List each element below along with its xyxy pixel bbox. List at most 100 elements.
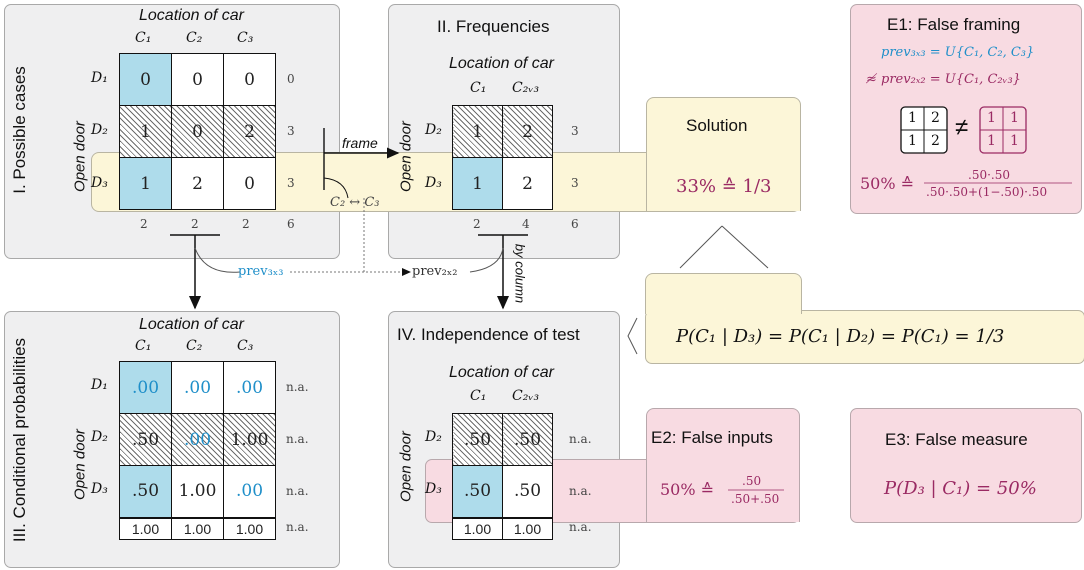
p2-cell-d2-c23: 2 xyxy=(502,105,553,158)
e1-line1: prev₃ₓ₃ = U{C₁, C₂, C₃} xyxy=(881,45,1035,60)
e1-title: E1: False framing xyxy=(887,15,1021,34)
p4-cell-d3-c23: .50 xyxy=(502,465,553,518)
e2-formula-lhs: 50% ≙ xyxy=(660,480,715,499)
e1-right-11: 1 xyxy=(1010,133,1019,149)
p2-coltotal-1: 4 xyxy=(522,217,530,231)
e2-box xyxy=(646,408,800,522)
frame-label: frame xyxy=(342,135,378,151)
panel1-row-1: D₂ xyxy=(91,122,108,138)
p1-cell-d2-c3: 2 xyxy=(223,105,276,158)
p2-rowtotal-1: 3 xyxy=(571,176,579,190)
p3-cell-d1-c3: .00 xyxy=(223,361,276,414)
p1-cell-d1-c1: 0 xyxy=(119,53,172,106)
p3-cell-d2-c3: 1.00 xyxy=(223,413,276,466)
p3-coltotal-0: 1.00 xyxy=(119,516,172,540)
callout-line-left xyxy=(679,225,723,269)
e1-right-00: 1 xyxy=(987,110,996,126)
panel4-table: .50 .50 .50 .50 1.00 1.00 xyxy=(452,413,553,540)
p1-cell-d2-c2: 0 xyxy=(171,105,224,158)
panel4-col-0: C₁ xyxy=(470,388,487,404)
p2-cell-d3-c1: 1 xyxy=(452,157,503,210)
p3-cell-d1-c1: .00 xyxy=(119,361,172,414)
panel2-row-1: D₃ xyxy=(425,175,442,191)
p4-cell-d2-c23: .50 xyxy=(502,413,553,466)
panel3-col-1: C₂ xyxy=(186,338,203,354)
p3-coltotal-2: 1.00 xyxy=(223,516,276,540)
e1-formula-den: .50·.50+(1−.50)·.50 xyxy=(926,185,1048,199)
e2-title: E2: False inputs xyxy=(651,428,773,447)
e1-neq: ≠ xyxy=(955,114,969,141)
solution-formula: P(C₁ | D₃) = P(C₁ | D₂) = P(C₁) = 1/3 xyxy=(676,326,1005,347)
p2-grand-total: 6 xyxy=(571,217,579,231)
e3-box xyxy=(850,408,1082,523)
panel1-col-2: C₃ xyxy=(237,30,254,46)
e1-formula-lhs: 50% ≙ xyxy=(860,174,915,193)
panel2-col-0: C₁ xyxy=(470,80,487,96)
callout-line-right xyxy=(721,225,769,269)
p3-cell-d3-c3: .00 xyxy=(223,465,276,518)
e1-line2: ≉ prev₂ₓ₂ = U{C₁, C₂ᵥ₃} xyxy=(866,72,1021,87)
panel2-top-label: Location of car xyxy=(449,55,554,72)
prev2-curve xyxy=(469,247,504,273)
p4-na-1: n.a. xyxy=(569,484,592,498)
p1-coltotal-2: 2 xyxy=(242,217,250,231)
e3-formula: P(D₃ | C₁) = 50% xyxy=(884,478,1037,499)
solution-value: 33% ≙ 1/3 xyxy=(676,176,772,197)
callout-chevron xyxy=(627,317,638,355)
panel3-table: .00 .00 .00 .50 .00 1.00 .50 1.00 .00 1.… xyxy=(119,361,276,540)
p3-na-3: n.a. xyxy=(286,520,309,534)
p1-rowtotal-1: 3 xyxy=(287,124,295,138)
solution-formula-box xyxy=(645,310,1084,364)
p3-cell-d2-c1: .50 xyxy=(119,413,172,466)
panel1-top-label: Location of car xyxy=(139,7,244,24)
e1-left-01: 2 xyxy=(931,110,940,126)
p4-coltotal-0: 1.00 xyxy=(452,516,503,540)
p3-coltotal-1: 1.00 xyxy=(171,516,224,540)
panel3-row-0: D₁ xyxy=(91,377,108,393)
panel3-col-0: C₁ xyxy=(135,338,152,354)
panel1-col-1: C₂ xyxy=(186,30,203,46)
e1-right-10: 1 xyxy=(987,133,996,149)
e1-left-00: 1 xyxy=(908,110,917,126)
solution-title: Solution xyxy=(686,116,748,135)
p1-coltotal-1: 2 xyxy=(191,217,199,231)
p4-cell-d2-c1: .50 xyxy=(452,413,503,466)
p3-cell-d3-c1: .50 xyxy=(119,465,172,518)
prev3-curve xyxy=(194,247,241,273)
panel3-col-2: C₃ xyxy=(237,338,254,354)
panel4-row-0: D₂ xyxy=(425,429,442,445)
e3-title: E3: False measure xyxy=(885,430,1028,449)
e1-box xyxy=(850,4,1082,214)
p1-coltotal-0: 2 xyxy=(140,217,148,231)
by-column-label: by column xyxy=(512,243,528,304)
panel3-row-2: D₃ xyxy=(91,481,108,497)
p2-cell-d3-c23: 2 xyxy=(502,157,553,210)
panel1-row-0: D₁ xyxy=(91,70,108,86)
p1-rowtotal-2: 3 xyxy=(287,176,295,190)
p1-cell-d2-c1: 1 xyxy=(119,105,172,158)
p1-rowtotal-0: 0 xyxy=(287,72,295,86)
p4-na-2: n.a. xyxy=(569,520,592,534)
e1-formula-num: .50·.50 xyxy=(968,168,1010,182)
p3-cell-d1-c2: .00 xyxy=(171,361,224,414)
panel2-row-0: D₂ xyxy=(425,122,442,138)
panel4-col-1: C₂ᵥ₃ xyxy=(512,388,540,404)
p1-cell-d1-c3: 0 xyxy=(223,53,276,106)
panel2-table: 1 2 1 2 xyxy=(452,105,553,210)
e2-formula-num: .50 xyxy=(742,474,762,488)
p1-grand-total: 6 xyxy=(287,217,295,231)
p3-na-2: n.a. xyxy=(286,484,309,498)
panel4-top-label: Location of car xyxy=(449,364,554,381)
prev2-label: prev₂ₓ₂ xyxy=(412,264,458,279)
panel2-title: II. Frequencies xyxy=(437,17,550,36)
e1-left-11: 2 xyxy=(931,133,940,149)
p2-coltotal-0: 2 xyxy=(473,217,481,231)
panel1-table: 0 0 0 1 0 2 1 2 0 xyxy=(119,53,276,210)
p3-cell-d3-c2: 1.00 xyxy=(171,465,224,518)
swap-curve xyxy=(323,177,349,199)
panel2-col-1: C₂ᵥ₃ xyxy=(512,80,540,96)
p4-cell-d3-c1: .50 xyxy=(452,465,503,518)
swap-label: C₂ ↔ C₃ xyxy=(330,195,380,210)
p3-na-0: n.a. xyxy=(286,380,309,394)
